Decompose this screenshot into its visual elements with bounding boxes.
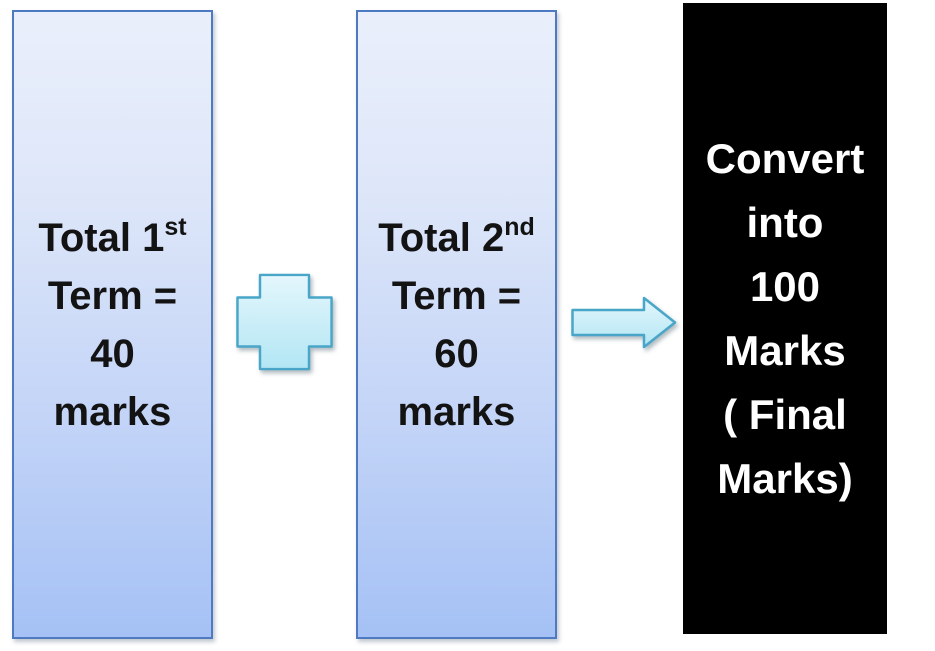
term2-line4: marks bbox=[397, 389, 516, 434]
final-line-3: 100 bbox=[749, 262, 821, 310]
term2-box: Total 2nd Term = 60 marks bbox=[356, 10, 557, 639]
term1-text: Total 1st Term = 40 marks bbox=[38, 209, 186, 441]
right-arrow-icon bbox=[571, 296, 677, 349]
final-line-4: Marks bbox=[724, 326, 846, 374]
term1-superscript: st bbox=[164, 212, 187, 241]
final-line-2: into bbox=[746, 198, 824, 246]
term2-line3: 60 bbox=[434, 331, 479, 376]
final-line-6: Marks) bbox=[717, 454, 853, 502]
term2-text: Total 2nd Term = 60 marks bbox=[378, 209, 534, 441]
term1-line2: Term = bbox=[47, 273, 178, 318]
term1-line3: 40 bbox=[90, 331, 135, 376]
plus-icon bbox=[236, 273, 333, 371]
final-marks-text: Convert into 100 Marks ( Final Marks) bbox=[706, 127, 865, 511]
term2-line2: Term = bbox=[391, 273, 522, 318]
term1-line4: marks bbox=[53, 389, 172, 434]
term1-box: Total 1st Term = 40 marks bbox=[12, 10, 213, 639]
term2-superscript: nd bbox=[504, 212, 535, 241]
term2-line1: Total 2nd bbox=[378, 212, 535, 260]
final-line-5: ( Final bbox=[723, 390, 847, 438]
final-line-1: Convert bbox=[705, 134, 865, 182]
final-marks-box: Convert into 100 Marks ( Final Marks) bbox=[683, 3, 887, 634]
term1-line1: Total 1st bbox=[38, 212, 187, 260]
